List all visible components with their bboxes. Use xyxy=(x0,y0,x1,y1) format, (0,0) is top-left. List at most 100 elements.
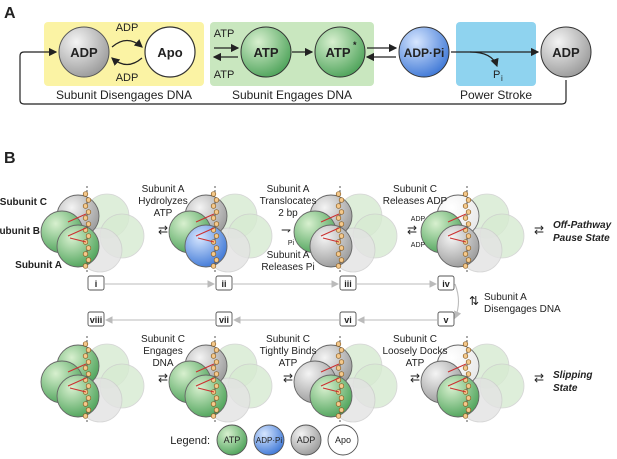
dna-base xyxy=(213,383,220,389)
legend-label-1: ADP·Pi xyxy=(256,436,282,445)
label-pi-sub: i xyxy=(501,74,503,83)
step6-line1: Subunit C xyxy=(393,334,437,345)
dna-base xyxy=(462,365,469,371)
roman-top-1-box xyxy=(215,275,233,291)
dna-base xyxy=(338,257,345,263)
dna-base xyxy=(462,401,469,407)
roman-bottom-0-label: viii xyxy=(90,315,103,325)
legend-label-0: ATP xyxy=(224,435,241,445)
roman-bottom-3-label: v xyxy=(443,315,448,325)
dna-base xyxy=(210,191,217,197)
box-power-stroke xyxy=(456,22,536,86)
dna-base xyxy=(82,203,89,209)
dna-base xyxy=(335,263,342,269)
dna-base xyxy=(465,395,472,401)
dna-base xyxy=(338,197,345,203)
roman-bottom-0-box xyxy=(87,311,105,327)
roman-top-1-label: ii xyxy=(221,279,226,289)
label-subunit-b: Subunit B xyxy=(0,226,40,237)
pause-line1: Off-Pathway xyxy=(553,220,612,231)
dna-base xyxy=(82,251,89,257)
dna-base xyxy=(85,197,92,203)
dna-base xyxy=(465,221,472,227)
state-atp-star-sup: * xyxy=(353,40,357,50)
panel-a-letter: A xyxy=(4,5,16,22)
dna-base xyxy=(335,401,342,407)
transition-line1: Subunit A xyxy=(484,292,527,303)
pause-line2: Pause State xyxy=(553,233,610,244)
dna-base xyxy=(82,263,89,269)
transition-eq: ⇅ xyxy=(469,294,479,308)
track-turn xyxy=(454,283,462,320)
state-atp-label: ATP xyxy=(253,45,278,60)
arrow-pi-release xyxy=(469,51,499,68)
dna-base xyxy=(85,395,92,401)
dna-base xyxy=(85,257,92,263)
complex-bottom-2 xyxy=(168,336,273,424)
dna-base xyxy=(213,371,220,377)
dna-base xyxy=(82,341,89,347)
legend-label-3: Apo xyxy=(335,435,351,445)
roman-bottom-3-box xyxy=(437,311,455,327)
dna-base xyxy=(338,395,345,401)
dna-base xyxy=(338,209,345,215)
step7-line2: Tightly Binds xyxy=(260,346,317,357)
state-adp-circle xyxy=(58,26,110,78)
slip-line2: State xyxy=(553,383,578,394)
label-adp-top: ADP xyxy=(116,22,139,34)
dna-base xyxy=(85,233,92,239)
lever-arms xyxy=(447,363,467,393)
dna-base xyxy=(335,191,342,197)
label-adp-bottom: ADP xyxy=(116,72,139,84)
dna-base xyxy=(462,263,469,269)
dna-base xyxy=(213,257,220,263)
step2-line5: Releases Pi xyxy=(261,262,314,273)
dna-base xyxy=(82,191,89,197)
bottom-row-complexes xyxy=(40,336,525,424)
legend-swatch-1 xyxy=(253,424,285,456)
state-adp-final-label: ADP xyxy=(552,45,580,60)
arrow-adp-release xyxy=(111,39,143,48)
dna-base xyxy=(465,257,472,263)
roman-top-0-box xyxy=(87,275,105,291)
state-adp-label: ADP xyxy=(70,45,98,60)
state-apo-circle xyxy=(144,26,196,78)
dna-base xyxy=(338,383,345,389)
roman-top-0-label: i xyxy=(95,279,98,289)
dna-base xyxy=(338,245,345,251)
slip-eq: ⇄ xyxy=(534,371,544,385)
dna-base xyxy=(210,251,217,257)
dna-base xyxy=(335,365,342,371)
label-pi: P xyxy=(493,69,500,81)
top-row-complexes xyxy=(40,186,525,274)
dna-base xyxy=(462,215,469,221)
step3-adp-top: ADP xyxy=(411,216,426,223)
lever-arms xyxy=(195,213,215,243)
step7-line1: Subunit C xyxy=(266,334,310,345)
dna-base xyxy=(465,359,472,365)
legend-swatch-3 xyxy=(327,424,359,456)
step2-line3: 2 bp xyxy=(278,208,298,219)
lever-arms xyxy=(67,363,87,393)
dna-base xyxy=(210,353,217,359)
roman-top-2-box xyxy=(339,275,357,291)
label-disengage: Subunit Disengages DNA xyxy=(56,88,192,102)
dna-base xyxy=(210,263,217,269)
legend-title: Legend: xyxy=(170,435,210,447)
label-subunit-a: Subunit A xyxy=(15,260,62,271)
dna-base xyxy=(335,413,342,419)
dna-base xyxy=(82,353,89,359)
state-atp-star-circle xyxy=(314,26,366,78)
dna-base xyxy=(462,191,469,197)
roman-top-3-box xyxy=(437,275,455,291)
step1-line1: Subunit A xyxy=(142,184,185,195)
label-atp-bottom: ATP xyxy=(214,69,235,81)
dna-base xyxy=(465,245,472,251)
label-subunit-c: Subunit C xyxy=(0,197,47,208)
dna-base xyxy=(82,413,89,419)
transition-line2: Disengages DNA xyxy=(484,304,561,315)
dna-base xyxy=(85,209,92,215)
step3-line1: Subunit C xyxy=(393,184,437,195)
step2-arrow: ⇁ xyxy=(281,223,291,237)
